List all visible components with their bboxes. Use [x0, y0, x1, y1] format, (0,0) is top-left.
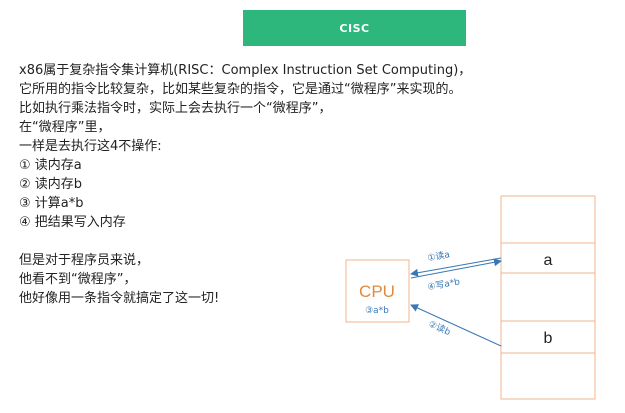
- memory-cell-1: [500, 195, 596, 244]
- cpu-compute-label: ③a*b: [365, 306, 389, 316]
- closing-line-1: 但是对于程序员来说，: [19, 253, 150, 268]
- arrow-label-read-a: ①读a: [426, 248, 450, 264]
- memory-cell-b: [500, 320, 596, 354]
- memory-cell-3: [500, 272, 596, 322]
- arrow-label-write-result: ④写a*b: [427, 276, 461, 293]
- explanation-line-1: x86属于复杂指令集计算机(RISC：Complex Instruction S…: [19, 63, 472, 78]
- step-3-compute: ③ 计算a*b: [19, 196, 84, 211]
- arrow-read-a: [410, 257, 502, 277]
- memory-column: a b: [500, 195, 596, 400]
- cisc-title-banner: CISC: [243, 10, 466, 46]
- memory-cell-5: [500, 352, 596, 400]
- closing-line-3: 他好像用一条指令就搞定了这一切!: [19, 291, 220, 306]
- memory-label-b: b: [544, 330, 553, 347]
- arrow-label-read-b: ②读b: [427, 318, 453, 338]
- arrow-write-result: [410, 258, 502, 279]
- step-2-read-b: ② 读内存b: [19, 177, 83, 192]
- arrow-read-b: [410, 304, 502, 347]
- memory-cell-a: [500, 242, 596, 274]
- closing-line-2: 他看不到“微程序”，: [19, 272, 137, 287]
- cpu-label: CPU: [359, 282, 395, 301]
- memory-label-a: a: [544, 252, 553, 269]
- explanation-line-2: 它所用的指令比较复杂，比如某些复杂的指令，它是通过“微程序”来实现的。: [19, 82, 462, 97]
- cisc-title: CISC: [339, 21, 370, 35]
- explanation-line-3: 比如执行乘法指令时，实际上会去执行一个“微程序”，: [19, 101, 332, 116]
- step-4-write-result: ④ 把结果写入内存: [19, 215, 126, 230]
- explanation-line-4: 在“微程序”里，: [19, 120, 111, 135]
- step-1-read-a: ① 读内存a: [19, 158, 82, 173]
- explanation-line-5: 一样是去执行这4不操作:: [19, 139, 162, 154]
- cpu-box: [345, 259, 410, 323]
- explanation-text: x86属于复杂指令集计算机(RISC：Complex Instruction S…: [19, 61, 579, 308]
